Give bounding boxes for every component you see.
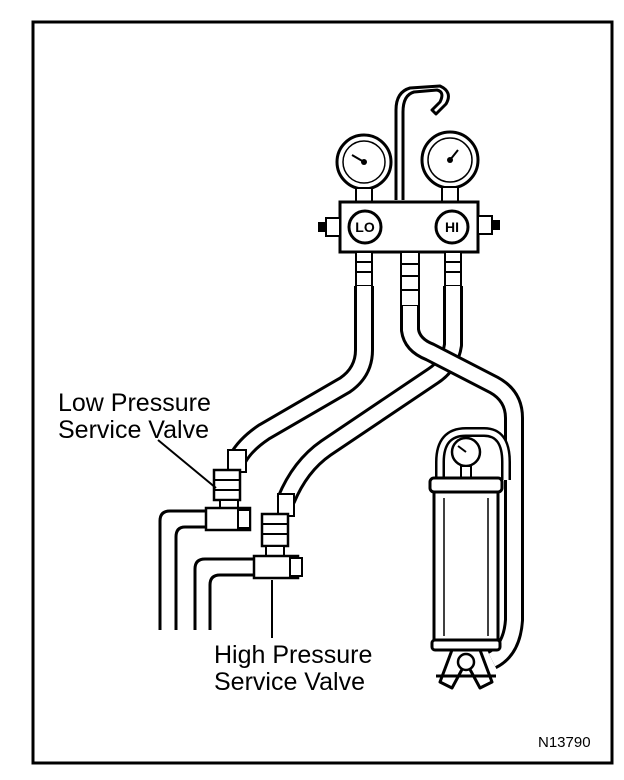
- low-pressure-service-valve-label: Low Pressure Service Valve: [58, 390, 211, 444]
- hi-badge-text: HI: [445, 219, 459, 235]
- low-side-pipe: [158, 509, 206, 630]
- high-pressure-service-valve: [252, 493, 303, 580]
- high-label-line2: Service Valve: [214, 668, 365, 696]
- high-pressure-service-valve-label: High Pressure Service Valve: [214, 642, 372, 696]
- manifold-body: [318, 200, 500, 254]
- low-pressure-service-valve: [204, 449, 252, 532]
- high-pressure-gauge: [420, 130, 480, 204]
- low-pressure-hose: [229, 286, 374, 464]
- low-label-leader: [157, 439, 217, 489]
- low-label-line1: Low Pressure: [58, 389, 211, 417]
- diagram-border: [31, 20, 614, 765]
- hi-badge: HI: [434, 209, 470, 245]
- lo-badge-text: LO: [355, 219, 375, 235]
- lo-badge: LO: [347, 209, 383, 245]
- low-label-line2: Service Valve: [58, 416, 209, 444]
- low-pressure-gauge: [335, 133, 393, 205]
- service-hose: [400, 306, 524, 669]
- high-side-pipe: [193, 557, 254, 630]
- manifold-hook: [394, 84, 450, 200]
- refrigerant-cylinder: [428, 427, 511, 690]
- high-label-line1: High Pressure: [214, 641, 373, 669]
- figure-id: N13790: [538, 734, 591, 751]
